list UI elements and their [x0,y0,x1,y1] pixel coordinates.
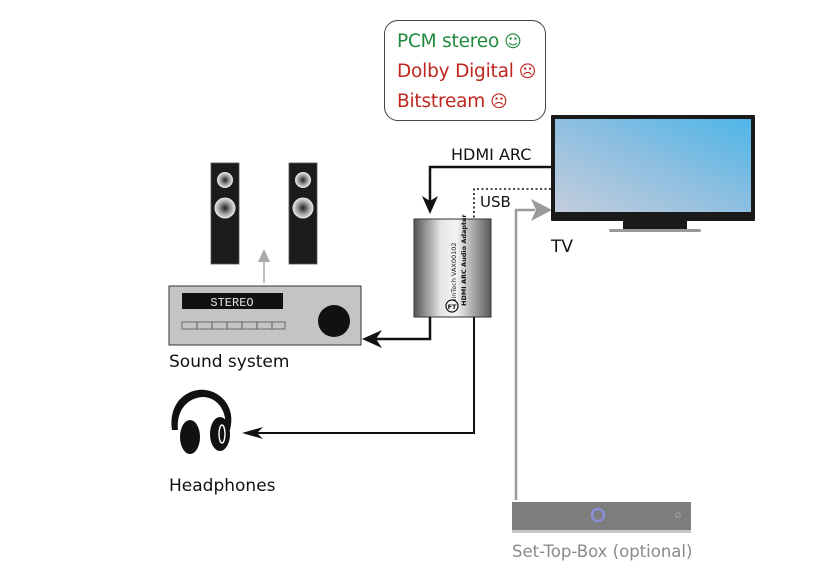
speaker-right [288,162,318,265]
format-label: Bitstream [397,91,486,112]
arrow-up-icon [258,249,270,262]
set-top-box [512,502,691,533]
hdmi-arc-adapter: FeinTech VAX00102 HDMI ARC Audio Adapter… [413,213,492,318]
arrow-down-icon [422,196,438,214]
adapter-name: HDMI ARC Audio Adapter [460,213,468,306]
hdmi-arc-label: HDMI ARC [451,145,531,164]
arrow-left-icon [242,427,263,439]
adapter-logo: FT [448,303,457,311]
indicator-icon [675,512,681,518]
audio-format-panel: PCM stereo☺ Dolby Digital☹ Bitstream☹ [384,20,546,121]
power-led-icon [590,507,606,523]
hdmi-arc-cable [422,165,551,214]
smiley-icon: ☺ [504,32,522,52]
receiver-display-text: STEREO [210,296,253,310]
set-top-box-label: Set-Top-Box (optional) [512,542,692,561]
frown-icon: ☹ [490,92,508,112]
feintech-logo-icon [445,299,459,313]
usb-cable [473,188,551,219]
format-dolby-digital: Dolby Digital☹ [397,57,545,87]
receiver-to-speakers-arrow [258,249,270,283]
sound-system-receiver: STEREO [168,285,362,346]
headphones-label: Headphones [169,476,276,496]
arrow-right-icon [531,199,552,221]
format-label: PCM stereo [397,31,500,52]
tv [551,115,755,232]
set-top-box-cable [514,199,552,500]
receiver-display [182,293,283,309]
sound-system-label: Sound system [169,352,289,372]
usb-label: USB [480,193,511,211]
audio-cable-to-headphones [242,317,475,439]
receiver-buttons [181,321,286,330]
audio-cable-to-sound-system [362,317,432,348]
format-label: Dolby Digital [397,61,514,82]
headphones-icon [171,389,232,454]
format-pcm-stereo: PCM stereo☺ [397,27,545,57]
speaker-left [210,162,240,265]
format-bitstream: Bitstream☹ [397,87,545,117]
tv-label: TV [550,237,573,257]
volume-knob [318,305,350,337]
frown-icon: ☹ [518,62,537,82]
arrow-left-icon [362,330,382,348]
adapter-brand: FeinTech VAX00102 [450,242,458,306]
